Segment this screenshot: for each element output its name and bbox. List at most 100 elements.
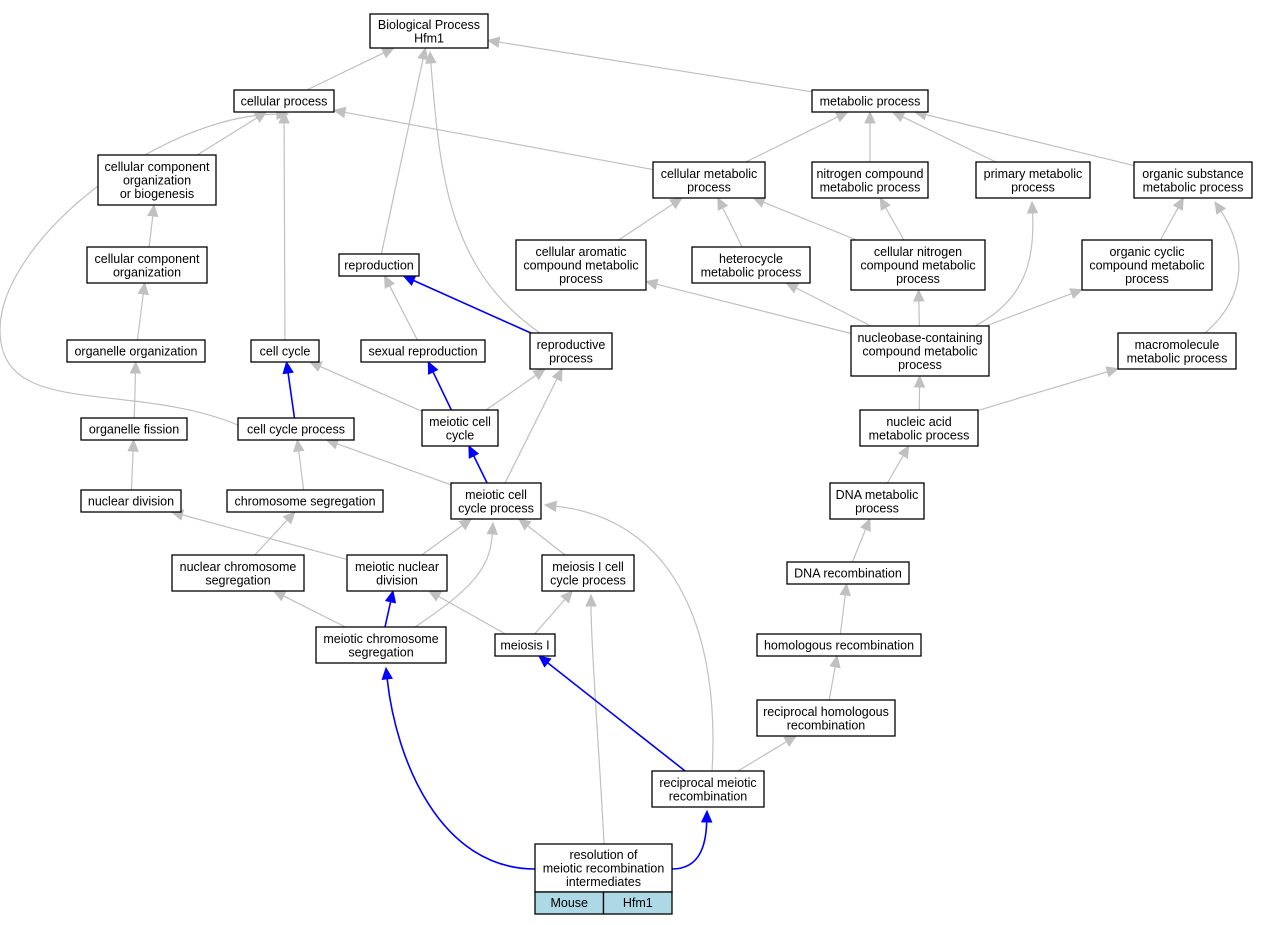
- node-label-line: recombination: [787, 718, 866, 732]
- node-nuclear-division[interactable]: nuclear division: [80, 489, 182, 513]
- node-label-line: cell cycle: [260, 345, 311, 359]
- edge-arrowhead: [897, 444, 910, 459]
- node-sexual-reproduction[interactable]: sexual reproduction: [360, 339, 486, 363]
- node-box: [86, 246, 208, 284]
- node-label-line: cycle process: [458, 501, 534, 515]
- edge-line: [182, 514, 348, 561]
- node-label-line: Hfm1: [414, 31, 444, 45]
- node-label-line: nuclear division: [88, 495, 174, 509]
- node-label-line: meiotic recombination: [543, 862, 665, 876]
- edge-meiotic_nuclear_division-to-nuclear_division: [170, 509, 348, 561]
- edge-line: [306, 52, 385, 91]
- edge-arrowhead: [860, 517, 871, 532]
- edge-arrowhead: [129, 360, 142, 374]
- edge-metabolic_process-to-biological_process: [486, 36, 813, 93]
- node-label-line: meiosis I: [500, 639, 549, 653]
- node-cell-cycle[interactable]: cell cycle: [250, 339, 320, 363]
- node-dna-recombination[interactable]: DNA recombination: [786, 561, 910, 585]
- node-label-line: DNA recombination: [794, 567, 902, 581]
- edge-arrowhead: [913, 288, 925, 302]
- node-label-line: reciprocal meiotic: [659, 776, 756, 790]
- edge-line: [902, 116, 997, 163]
- edge-line: [384, 601, 392, 628]
- node-cellular-process[interactable]: cellular process: [233, 89, 335, 113]
- edge-line: [485, 374, 537, 411]
- node-box: [756, 699, 896, 737]
- node-organelle-organization[interactable]: organelle organization: [66, 339, 206, 363]
- node-box: [1117, 332, 1237, 370]
- node-label-line: nucleobase-containing: [857, 331, 982, 345]
- edge-arrowhead: [427, 590, 442, 602]
- edge-line: [283, 122, 286, 341]
- edge-line: [133, 372, 137, 419]
- node-label-line: reproduction: [344, 259, 414, 273]
- node-box: [80, 489, 182, 513]
- node-reproduction[interactable]: reproduction: [338, 253, 420, 277]
- node-chromosome-segregation[interactable]: chromosome segregation: [226, 489, 384, 513]
- node-box: [360, 339, 486, 363]
- edge-cellular_metabolic_process-to-cellular_process: [332, 106, 654, 171]
- node-organelle-fission[interactable]: organelle fission: [80, 417, 188, 441]
- edge-arrowhead: [427, 360, 439, 375]
- node-cell-cycle-process[interactable]: cell cycle process: [237, 417, 355, 441]
- node-homologous-recombination[interactable]: homologous recombination: [756, 633, 922, 657]
- node-label-line: segregation: [348, 645, 413, 659]
- annotation-cell-label: Hfm1: [623, 896, 653, 910]
- node-metabolic-process[interactable]: metabolic process: [811, 89, 929, 113]
- edge-cellular_aromatic_cmp-to-cellular_metabolic_process: [618, 197, 683, 241]
- node-label-line: metabolic process: [1143, 180, 1244, 194]
- edge-arrowhead: [752, 196, 767, 208]
- edge-line: [473, 455, 488, 484]
- edge-reciprocal_meiotic_rec-to-reciprocal_homologous_rec: [737, 735, 798, 772]
- node-label-line: cellular nitrogen: [874, 245, 962, 259]
- node-box: [859, 409, 979, 447]
- node-box: [233, 89, 335, 113]
- edge-homologous_recombination-to-dna_recombination: [839, 582, 851, 635]
- edge-arrowhead: [543, 500, 558, 513]
- edge-meiotic_cell_cycle_process-to-meiotic_cell_cycle: [468, 444, 488, 484]
- edge-line: [1204, 210, 1240, 334]
- node-meiosis-i[interactable]: meiosis I: [494, 633, 556, 657]
- edge-arrowhead: [585, 593, 597, 607]
- node-label-line: compound metabolic: [860, 259, 975, 273]
- node-box: [651, 770, 765, 808]
- edge-nucleobase_cmp-to-organic_cyclic_cmp: [985, 288, 1084, 327]
- edge-nucleobase_cmp-to-cellular_aromatic_cmp: [644, 278, 852, 335]
- edge-dna_recombination-to-dna_metabolic_process: [851, 517, 871, 563]
- edge-line: [136, 293, 144, 341]
- edge-line: [389, 285, 418, 341]
- edge-line: [380, 58, 424, 255]
- edge-nuclear_chromosome_seg-to-chromosome_segregation: [254, 511, 296, 556]
- edge-line: [977, 371, 1108, 411]
- node-label-line: nuclear chromosome: [180, 560, 297, 574]
- node-label-line: meiotic chromosome: [323, 632, 438, 646]
- edge-nucleic_acid_mp-to-nucleobase_cmp: [913, 374, 926, 411]
- edge-nucleobase_cmp-to-primary_metabolic_process: [974, 200, 1039, 327]
